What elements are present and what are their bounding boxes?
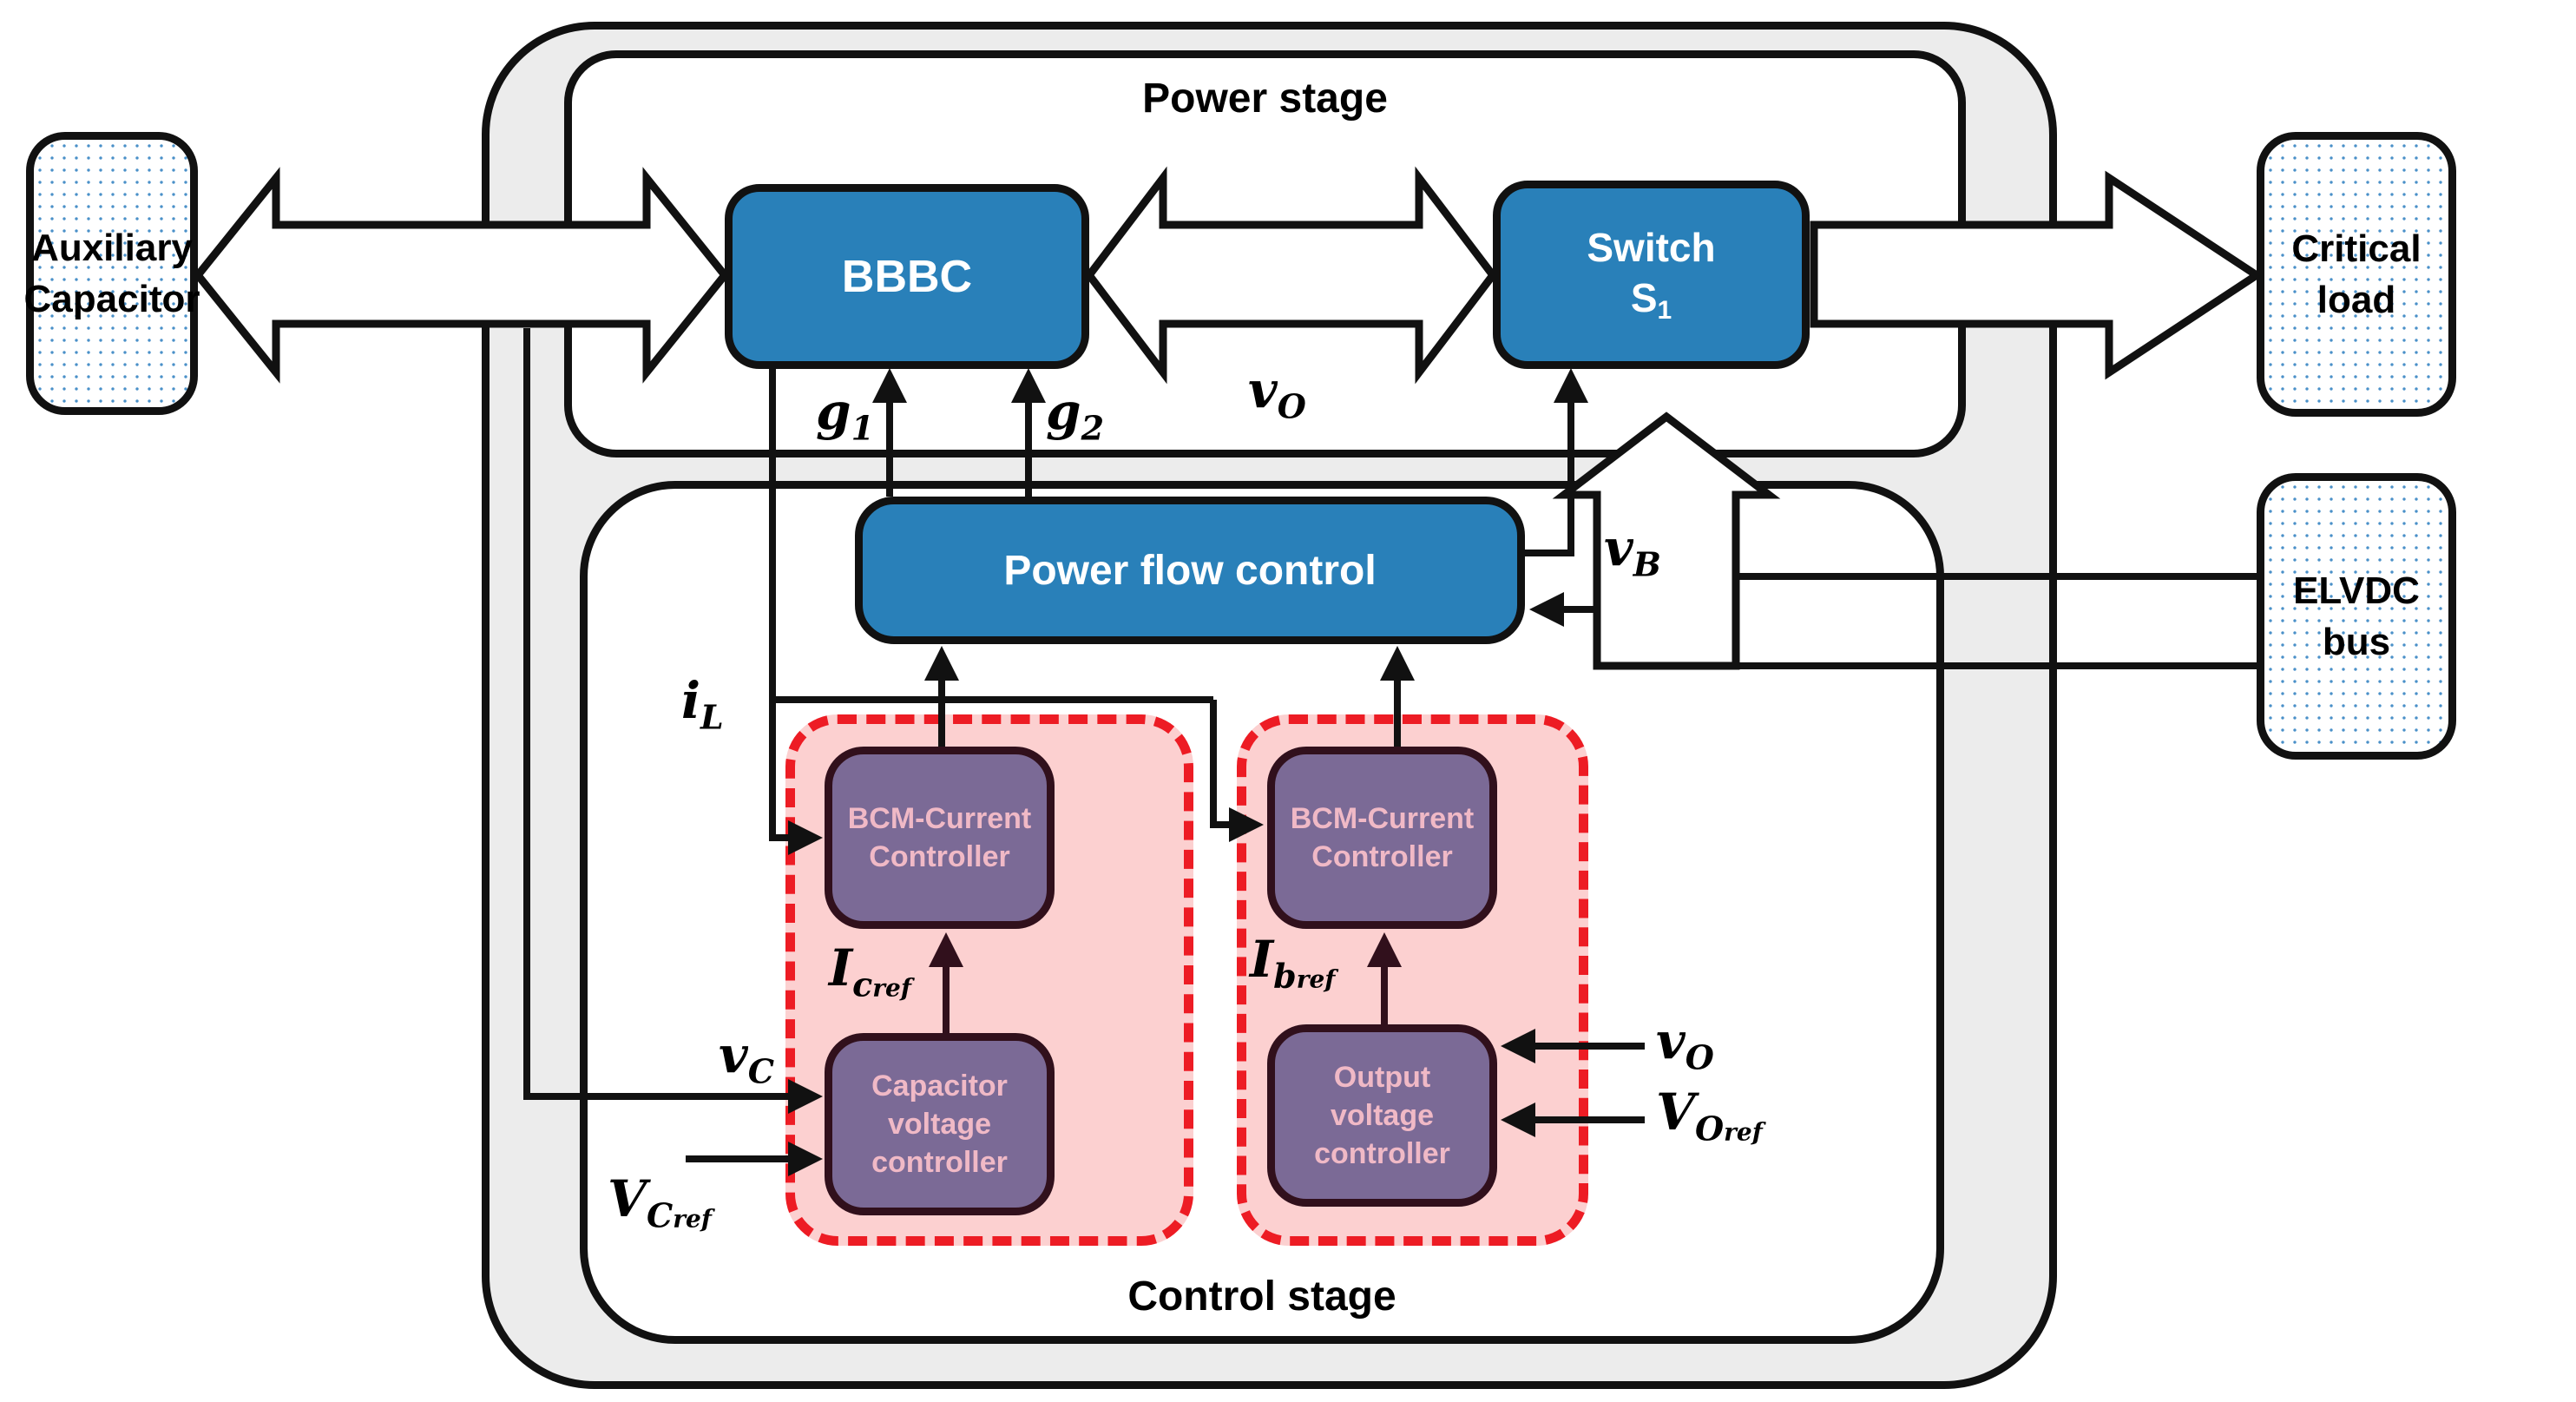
critical-load-box: Critical load <box>2257 132 2456 417</box>
label-vcref: VCref <box>608 1169 712 1235</box>
signal-arrowheads <box>788 368 1588 1176</box>
output-voltage-controller: Output voltage controller <box>1267 1024 1497 1207</box>
label-g2: g2 <box>1046 382 1105 448</box>
capacitor-voltage-controller: Capacitor voltage controller <box>825 1033 1055 1215</box>
label-voref: VOref <box>1656 1083 1763 1149</box>
control-stage-label: Control stage <box>1127 1274 1396 1320</box>
aux-line2: Capacitor <box>23 278 200 320</box>
bcm-current-controller-1: BCM-Current Controller <box>825 747 1055 929</box>
label-vb: vB <box>1604 518 1661 584</box>
label-vo-power: vO <box>1248 360 1306 426</box>
bbbc-block: BBBC <box>725 184 1089 369</box>
switch-critical-arrow <box>1810 170 2264 380</box>
label-vo-input: vO <box>1656 1011 1714 1077</box>
label-icref: Icref <box>829 938 911 1004</box>
aux-bbbc-double-arrow <box>193 167 730 384</box>
bbbc-switch-double-arrow <box>1084 166 1498 385</box>
signal-wires <box>523 328 2260 1162</box>
auxiliary-capacitor-box: Auxiliary Capacitor <box>23 132 200 415</box>
switch-line2: S1 <box>1630 274 1672 325</box>
bcm-current-controller-2: BCM-Current Controller <box>1267 747 1497 929</box>
elvdc-line2: bus <box>2322 621 2391 663</box>
critical-line1: Critical <box>2291 227 2422 270</box>
label-g1: g1 <box>816 382 875 448</box>
label-ibref: Ibref <box>1250 930 1336 996</box>
power-flow-control-block: Power flow control <box>855 497 1525 644</box>
label-vc: vC <box>719 1025 774 1091</box>
switch-s1-block: Switch S1 <box>1493 181 1810 369</box>
aux-line1: Auxiliary <box>31 226 193 269</box>
switch-line1: Switch <box>1587 225 1716 270</box>
elvdc-up-arrow <box>1552 411 1781 670</box>
critical-line2: load <box>2316 279 2396 321</box>
elvdc-line1: ELVDC <box>2293 569 2420 612</box>
pfc-label: Power flow control <box>1003 547 1377 594</box>
label-il: iL <box>681 671 724 737</box>
elvdc-bus-box: ELVDC bus <box>2257 473 2456 760</box>
ref-arrowheads <box>929 932 1402 967</box>
bbbc-label: BBBC <box>841 251 973 302</box>
power-stage-label: Power stage <box>1142 76 1388 122</box>
ref-wires <box>943 965 1388 1033</box>
